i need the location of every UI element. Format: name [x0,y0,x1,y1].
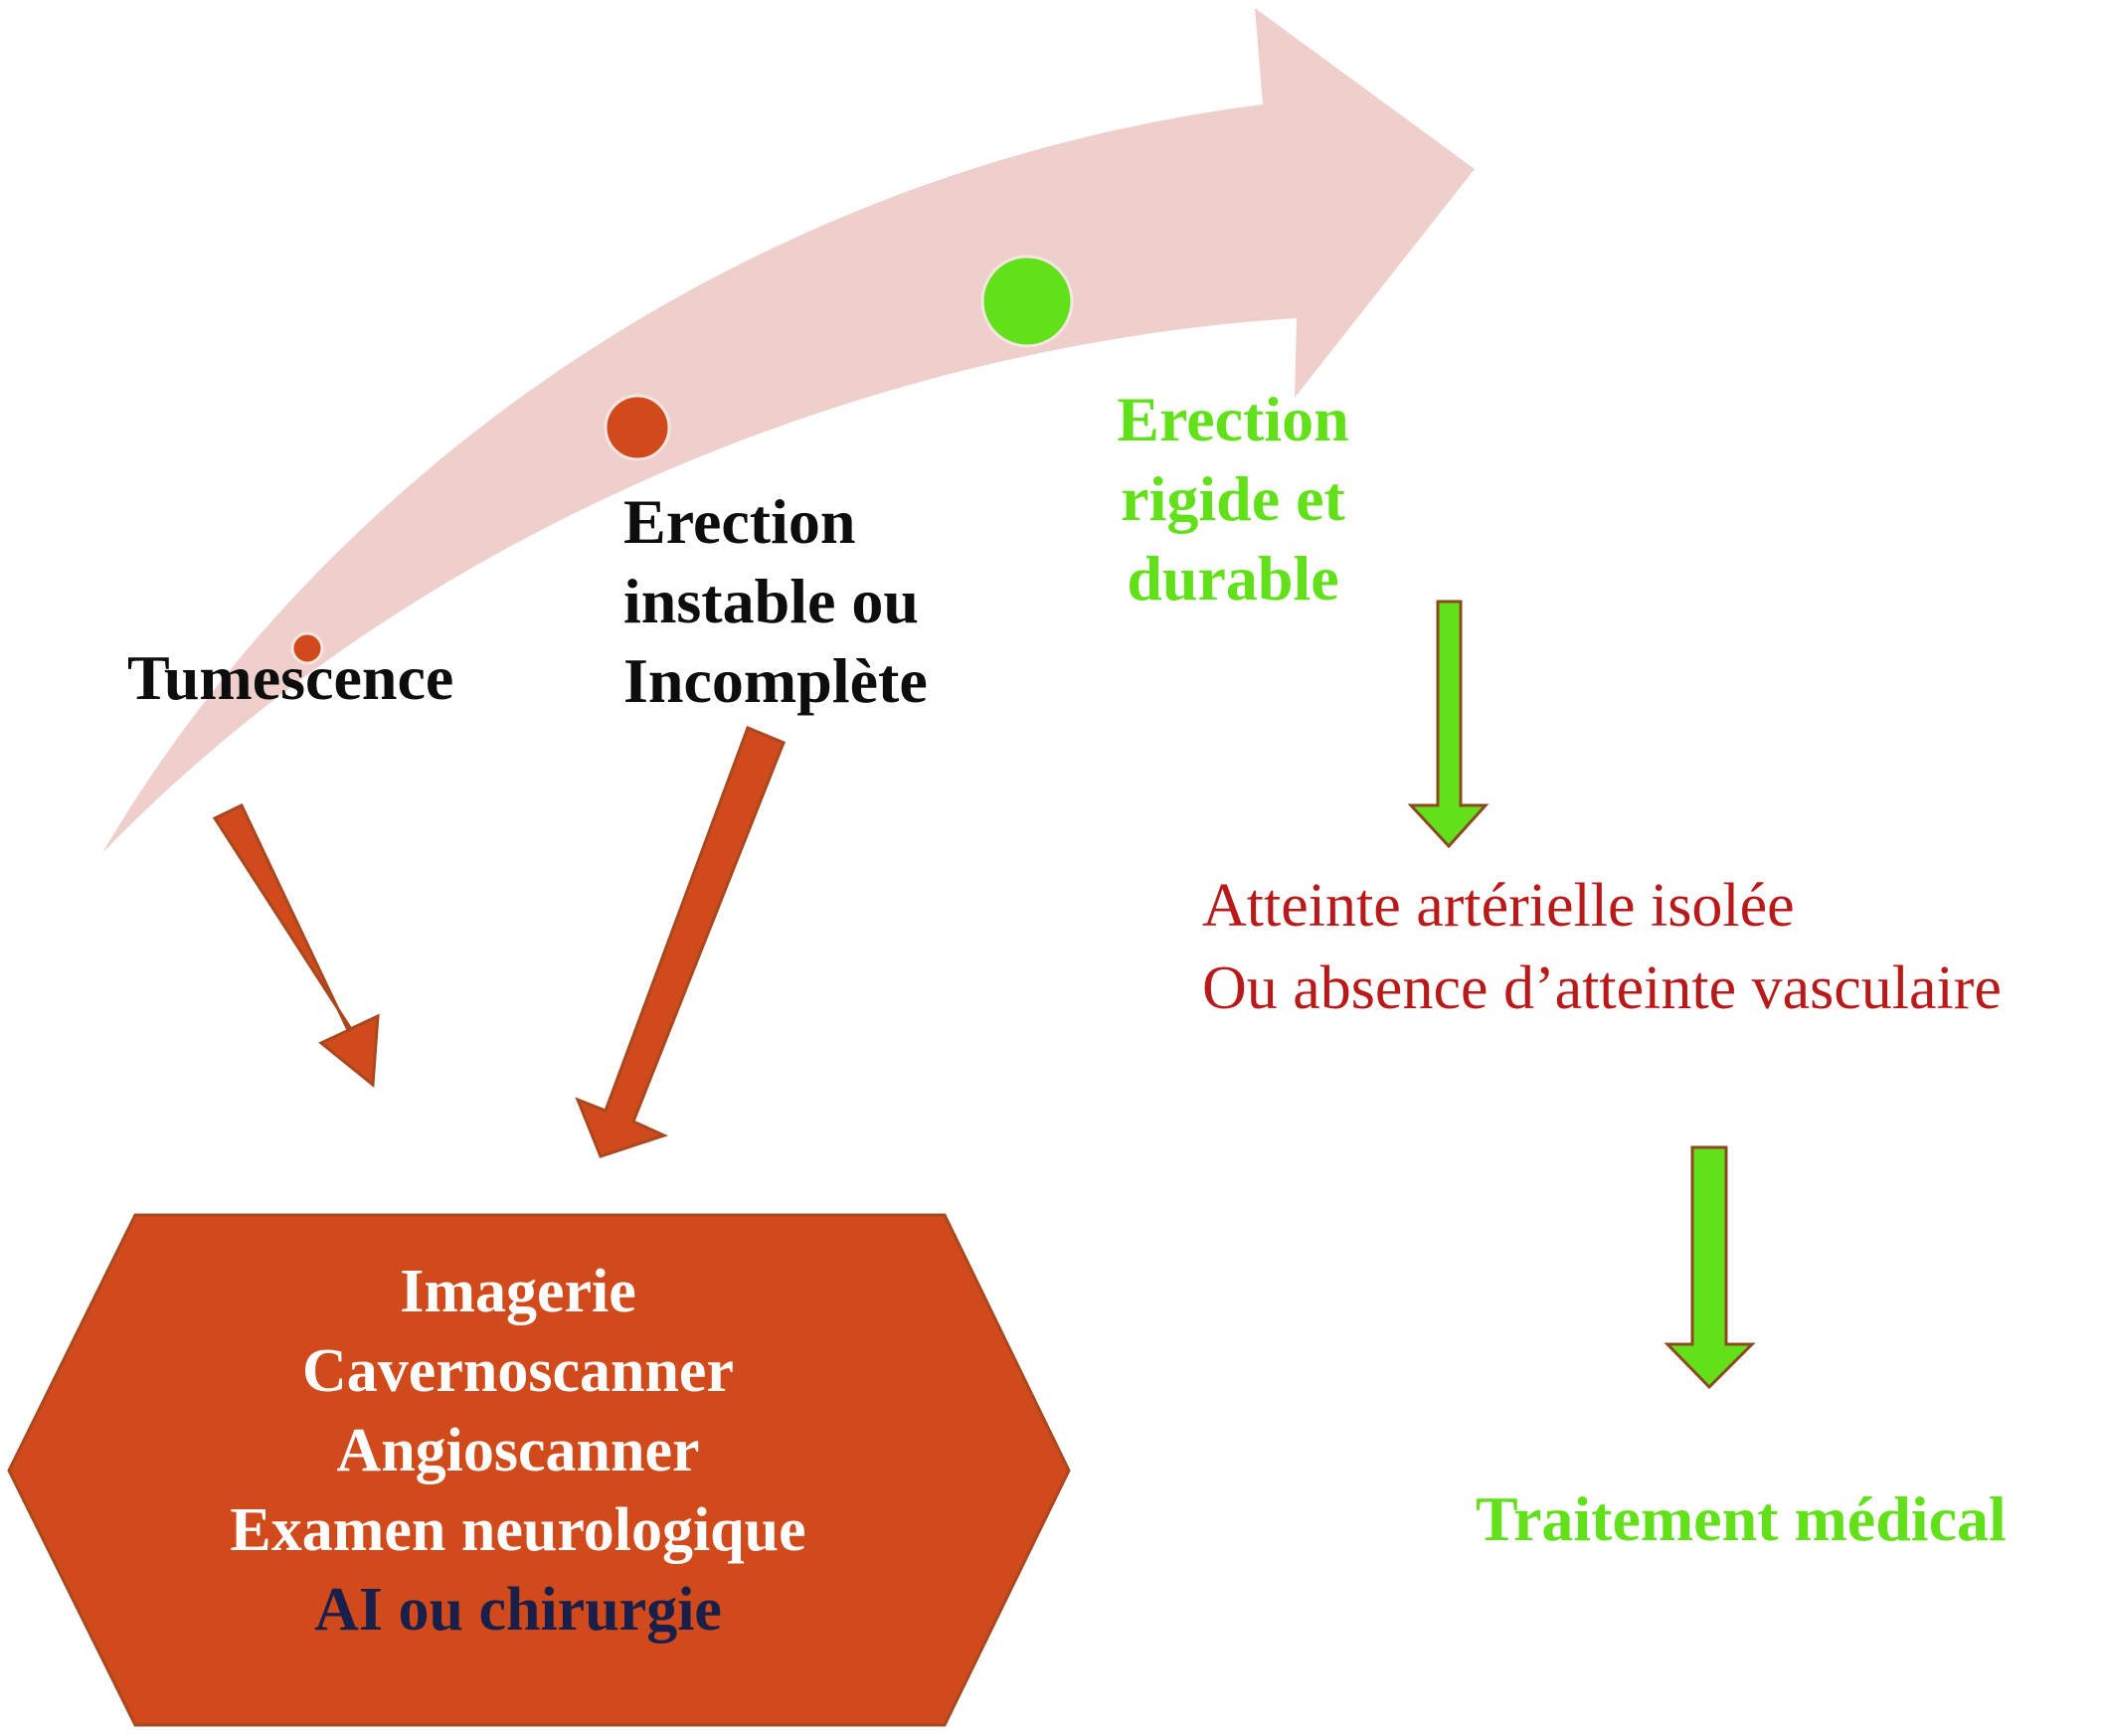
workup-hexagon [7,1213,1071,1727]
result-to-treatment-arrow [1664,1145,1756,1390]
result-line-2: Ou absence d’atteinte vasculaire [1202,955,2002,1022]
workup-line-neuro: Examen neurologique [230,1496,806,1564]
large-green-dot-icon [980,255,1074,348]
workup-line-ai-chirurgie: AI ou chirurgie [314,1576,722,1644]
progression-arrow [102,8,1475,853]
tumescence-label: Tumescence [127,642,454,713]
small-orange-dot-icon [290,631,324,665]
incomplete-label-line-3: Incomplète [623,645,928,716]
incomplete-label-line-1: Erection [623,486,856,557]
rigid-label-line-2: rigide et [1121,463,1345,534]
rigid-to-result-arrow [1407,600,1490,849]
incomplete-to-workup-arrow [575,726,786,1158]
rigid-label-line-1: Erection [1117,384,1349,454]
incomplete-label-line-2: instable ou [623,566,919,636]
result-line-1: Atteinte artérielle isolée [1202,872,1795,940]
workup-line-cavernoscanner: Cavernoscanner [302,1337,734,1405]
treatment-label: Traitement médical [1476,1483,2007,1554]
medium-orange-dot-icon [604,394,671,461]
rigid-label-line-3: durable [1127,543,1339,613]
workup-line-imagerie: Imagerie [400,1258,636,1325]
workup-line-angioscanner: Angioscanner [336,1417,700,1484]
tumescence-to-workup-arrow [212,802,380,1088]
